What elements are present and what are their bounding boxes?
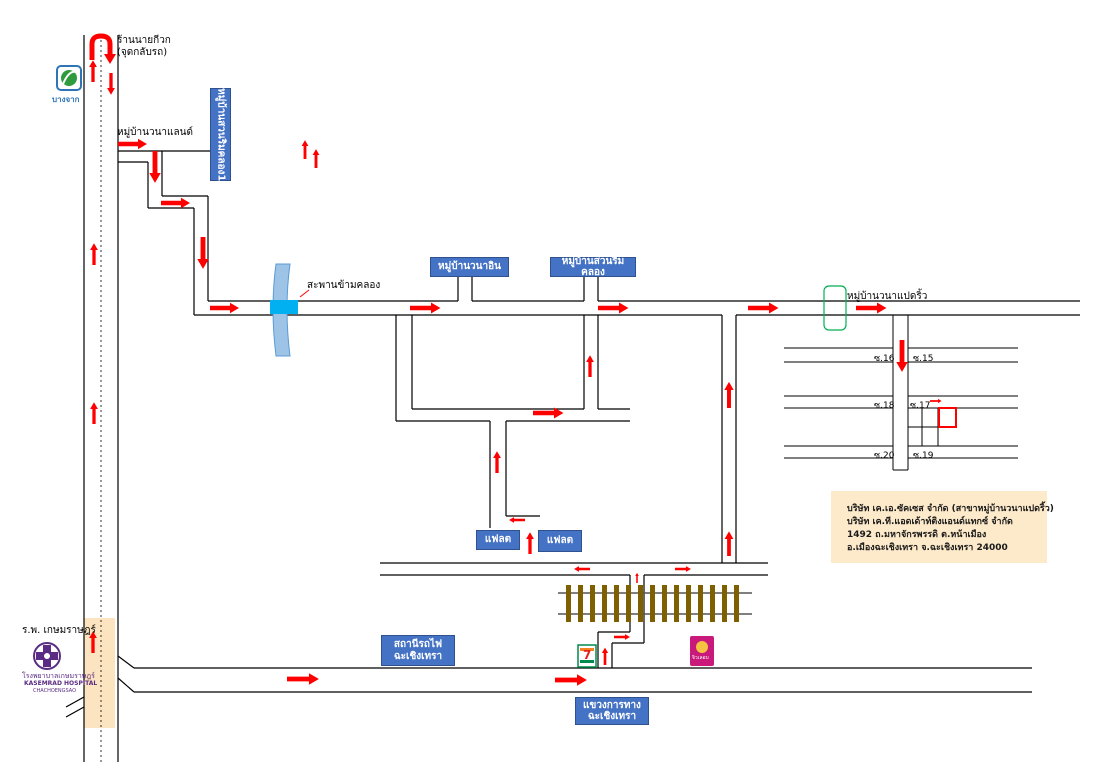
hospital-logo-icon (33, 642, 61, 670)
bangchak-logo-icon (56, 65, 82, 91)
bridge-label: สะพานข้ามคลอง (307, 280, 381, 291)
klong1-village-box: หมู่บ้านสวนริมคลอง1 (210, 88, 231, 181)
entrance-marker (823, 285, 847, 331)
soi-grid (784, 315, 1018, 471)
info-line-2: บริษัท เค.ที.แอดเด้าท์ติงแอนด์แทกซ์ จำกั… (847, 517, 1013, 527)
bangchak-logo-text: บางจาก (52, 95, 80, 104)
train-station-box: สถานีรถไฟ ฉะเชิงเทรา (381, 635, 455, 666)
soi-18-label: ซ.18 (874, 401, 895, 411)
hospital-label: ร.พ. เกษมราษฎร์ (22, 625, 96, 636)
hospital-area-band (84, 618, 115, 728)
hospital-logo-en: KASEMRAD HOSPITAL (24, 680, 98, 687)
upper-roads (118, 150, 1080, 316)
shop-badge-icon (690, 636, 714, 666)
nana-in-village-box: หมู่บ้านวนาอิน (430, 257, 509, 277)
bridge-pointer (299, 289, 310, 298)
nana-paet-riw-label: หมู่บ้านวนาแปดริ้ว (847, 291, 928, 302)
soi-17-label: ซ.17 (910, 401, 931, 411)
nana-land-label: หมู่บ้านวนาแลนด์ (117, 127, 193, 138)
seven-eleven-icon (577, 644, 597, 668)
info-line-3: 1492 ถ.มหาจักรพรรดิ ต.หน้าเมือง (847, 530, 987, 540)
shop-badge-text: จิวเลอบ (692, 655, 709, 661)
bridge-marker (270, 300, 298, 314)
u-turn-arrow (89, 33, 113, 60)
highway-office-box: แขวงการทาง ฉะเชิงเทรา (575, 697, 649, 725)
main-road (83, 35, 119, 762)
flat-box-1: แฟลต (476, 530, 520, 550)
u-turn-label: ร้านนายกีวก (จุดกลับรถ) (117, 35, 171, 58)
bottom-road (65, 655, 1032, 718)
hospital-logo-city: CHACHOENGSAO (33, 688, 77, 694)
soi-19-label: ซ.19 (913, 451, 934, 461)
seven-eleven-text: 7 (583, 648, 592, 662)
soi-20-label: ซ.20 (874, 451, 895, 461)
railway (558, 585, 752, 622)
middle-roads (395, 315, 737, 563)
suan-rim-klong-box: หมู่บ้านสวนริมคลอง (550, 256, 636, 278)
soi-16-label: ซ.16 (874, 354, 895, 364)
info-line-1: บริษัท เค.เอ.ซัคเซส จำกัด (สาขาหมู่บ้านว… (847, 504, 1054, 514)
company-info-box: บริษัท เค.เอ.ซัคเซส จำกัด (สาขาหมู่บ้านว… (831, 491, 1054, 563)
info-line-4: อ.เมืองฉะเชิงเทรา จ.ฉะเชิงเทรา 24000 (847, 543, 1008, 553)
destination-marker (938, 407, 957, 428)
soi-15-label: ซ.15 (913, 354, 934, 364)
hospital-logo-thai: โรงพยาบาลเกษมราษฎร์ (22, 672, 95, 680)
flat-box-2: แฟลต (538, 530, 582, 552)
